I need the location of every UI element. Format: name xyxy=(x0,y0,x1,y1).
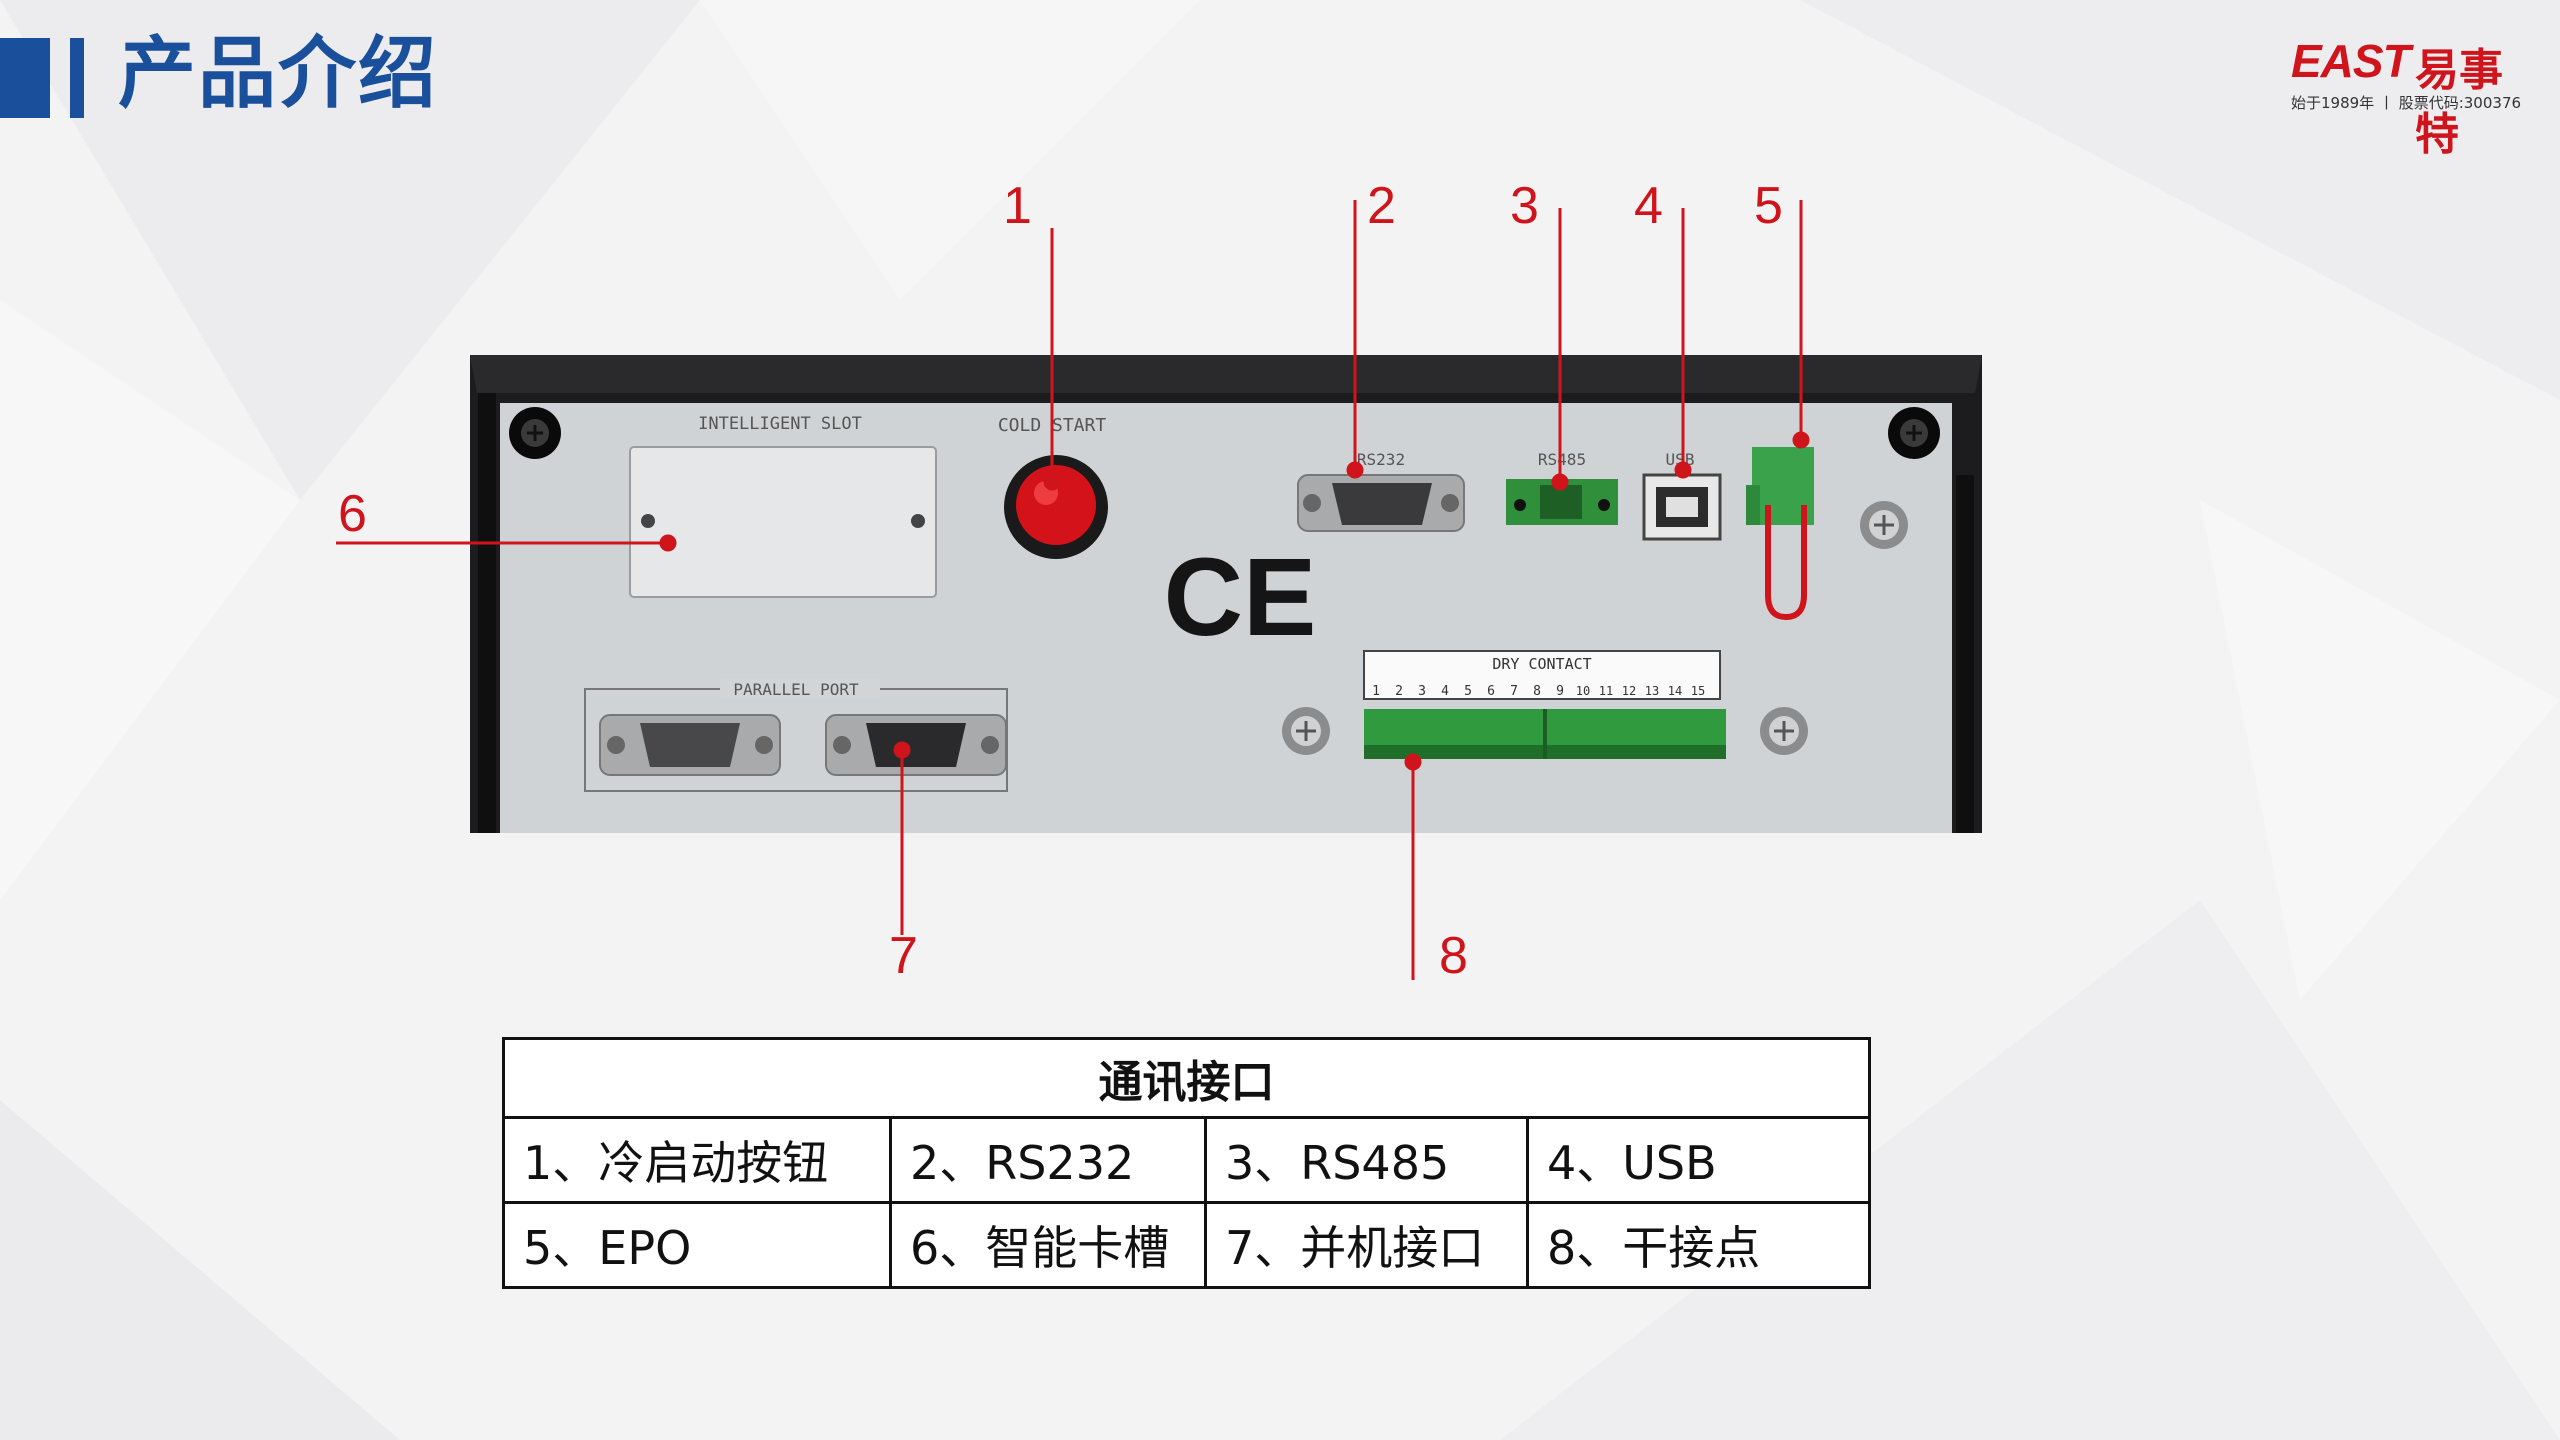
ce-mark: CE xyxy=(1164,536,1317,659)
dry-contact-terminal-icon xyxy=(1364,709,1726,759)
callout-number-8: 8 xyxy=(1439,927,1468,985)
corner-screw-right-icon xyxy=(1888,407,1940,459)
intelligent-slot-cover xyxy=(629,446,937,598)
dry-contact-label: DRY CONTACT xyxy=(1492,655,1591,673)
table-row: 1、冷启动按钮 2、RS232 3、RS485 4、USB xyxy=(502,1116,1871,1204)
callout-number-5: 5 xyxy=(1754,177,1783,235)
dry-contact-screw-left-icon xyxy=(1282,707,1330,755)
table-cell: 5、EPO xyxy=(502,1201,892,1289)
parallel-port-label: PARALLEL PORT xyxy=(733,680,859,699)
corner-screw-left-icon xyxy=(509,407,561,459)
ups-rear-panel-image: INTELLIGENT SLOT COLD START CE RS232 RS4… xyxy=(470,355,1982,833)
terminal-num: 13 xyxy=(1645,684,1659,698)
table-cell: 6、智能卡槽 xyxy=(889,1201,1207,1289)
callout-number-7: 7 xyxy=(889,927,918,985)
brand-logo: EAST 易事特 始于1989年 丨 股票代码:300376 xyxy=(2285,34,2525,160)
table-cell: 1、冷启动按钮 xyxy=(502,1116,892,1204)
logo-east-text: EAST xyxy=(2291,35,2411,87)
terminal-num: 7 xyxy=(1510,684,1518,699)
terminal-num: 1 xyxy=(1372,684,1380,699)
terminal-num: 8 xyxy=(1533,684,1541,699)
cold-start-button-icon xyxy=(1004,455,1108,559)
callout-number-2: 2 xyxy=(1367,177,1396,235)
rs485-terminal-icon xyxy=(1506,479,1618,525)
table-row: 5、EPO 6、智能卡槽 7、并机接口 8、干接点 xyxy=(502,1201,1871,1289)
parallel-port-1-icon xyxy=(599,714,781,776)
rs232-label: RS232 xyxy=(1357,450,1405,469)
callout-number-1: 1 xyxy=(1003,177,1032,235)
interface-table: 通讯接口 1、冷启动按钮 2、RS232 3、RS485 4、USB 5、EPO… xyxy=(502,1037,1871,1289)
dry-contact-panel xyxy=(1363,650,1721,700)
intelligent-slot-label: INTELLIGENT SLOT xyxy=(698,414,862,434)
table-cell: 3、RS485 xyxy=(1204,1116,1529,1204)
terminal-num: 9 xyxy=(1556,684,1564,699)
logo-tagline: 始于1989年 丨 股票代码:300376 xyxy=(2291,94,2522,112)
terminal-num: 6 xyxy=(1487,684,1495,699)
table-cell: 4、USB xyxy=(1526,1116,1871,1204)
table-header-row: 通讯接口 xyxy=(502,1037,1871,1119)
table-cell: 7、并机接口 xyxy=(1204,1201,1529,1289)
terminal-num: 10 xyxy=(1576,684,1590,698)
table-cell: 8、干接点 xyxy=(1526,1201,1871,1289)
epo-terminal-icon xyxy=(1746,447,1814,621)
parallel-port-2-icon xyxy=(825,714,1007,776)
terminal-num: 4 xyxy=(1441,684,1449,699)
terminal-num: 15 xyxy=(1691,684,1705,698)
terminal-num: 2 xyxy=(1395,684,1403,699)
rs232-port-icon xyxy=(1297,474,1465,532)
page-title: 产品介绍 xyxy=(118,29,439,119)
dry-contact-numbers: 1 2 3 4 5 6 7 8 9 10 11 12 13 14 15 xyxy=(1372,684,1705,699)
title-accent-stripe xyxy=(70,38,84,118)
title-accent-bar xyxy=(0,38,50,118)
cold-start-label: COLD START xyxy=(998,415,1107,436)
callout-number-3: 3 xyxy=(1510,177,1539,235)
table-cell: 2、RS232 xyxy=(889,1116,1207,1204)
terminal-num: 3 xyxy=(1418,684,1426,699)
rs485-label: RS485 xyxy=(1538,450,1586,469)
terminal-num: 14 xyxy=(1668,684,1682,698)
table-title: 通讯接口 xyxy=(502,1037,1871,1119)
callout-number-6: 6 xyxy=(338,485,367,543)
terminal-num: 5 xyxy=(1464,684,1472,699)
terminal-num: 11 xyxy=(1599,684,1613,698)
logo-cn-text: 易事特 xyxy=(2415,45,2503,160)
terminal-num: 12 xyxy=(1622,684,1636,698)
usb-port-icon xyxy=(1642,473,1722,541)
usb-label: USB xyxy=(1666,450,1695,469)
callout-number-4: 4 xyxy=(1634,177,1663,235)
ground-screw-icon xyxy=(1860,501,1908,549)
dry-contact-screw-right-icon xyxy=(1760,707,1808,755)
